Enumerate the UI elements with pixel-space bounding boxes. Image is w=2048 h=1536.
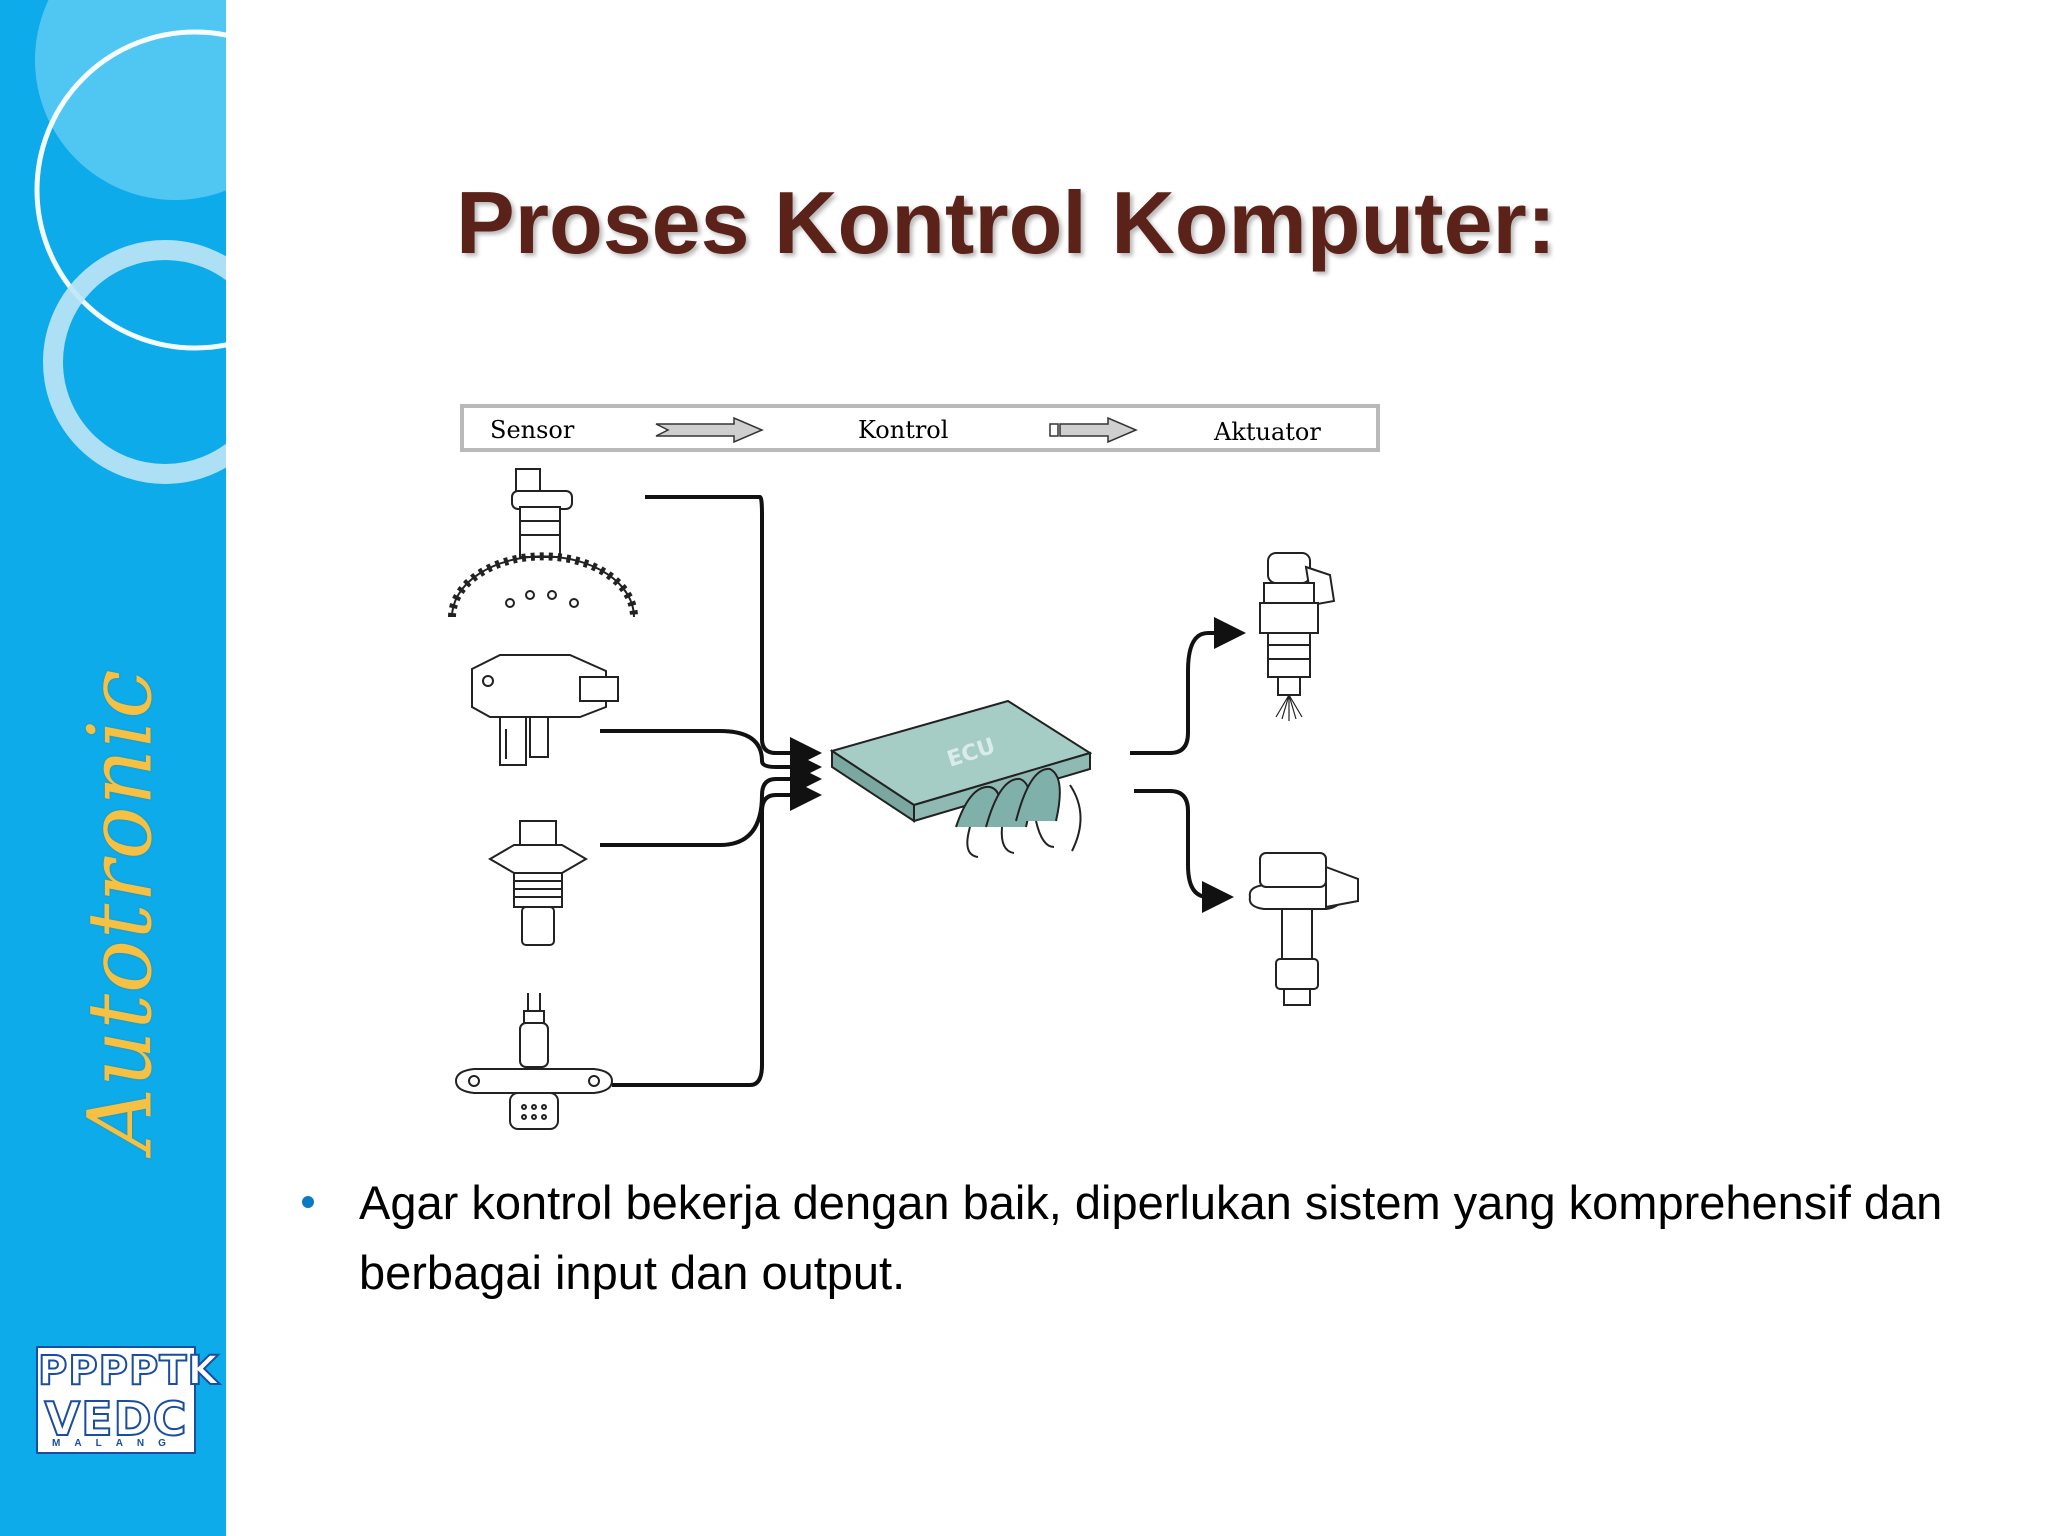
logo-line1: PPPPTK	[37, 1347, 220, 1395]
crankshaft-sensor-icon	[448, 468, 638, 618]
decorative-circles	[34, 0, 226, 484]
input-wires	[600, 495, 822, 1087]
oxygen-sensor-icon	[454, 993, 614, 1130]
pppptk-vedc-logo: PPPPTK VEDC MALANG	[36, 1346, 220, 1454]
sidebar: Autotronic PPPPTK VEDC MALANG	[0, 0, 226, 1536]
output-wires	[1130, 617, 1246, 913]
control-diagram: ECU	[448, 468, 1359, 1130]
arrow-right-icon	[655, 416, 764, 444]
fuel-injector-icon	[1259, 552, 1336, 721]
flow-label-sensor: Sensor	[490, 416, 575, 444]
brand-text: Autotronic	[68, 668, 172, 1152]
bullet-text-line1: Agar kontrol bekerja dengan baik, diperl…	[359, 1176, 1943, 1229]
bullet-text-line2: berbagai input dan output.	[359, 1246, 906, 1299]
bullet-marker	[302, 1196, 314, 1208]
arrow-right-icon	[1049, 416, 1138, 444]
flow-label-aktuator: Aktuator	[1214, 418, 1321, 446]
bullet-text: Agar kontrol bekerja dengan baik, diperl…	[359, 1168, 2048, 1308]
ecu-icon: ECU	[829, 699, 1093, 858]
logo-line2: VEDC	[44, 1391, 188, 1447]
temperature-sensor-icon	[488, 820, 588, 946]
ignition-coil-icon	[1248, 852, 1359, 1006]
slide-title: Proses Kontrol Komputer:	[456, 173, 1557, 272]
air-mass-sensor-icon	[471, 654, 619, 766]
brand-vertical: Autotronic	[30, 668, 210, 1151]
logo-line3: MALANG	[52, 1438, 180, 1449]
flow-header: Sensor Kontrol Aktuator	[460, 404, 1380, 452]
flow-label-kontrol: Kontrol	[858, 416, 949, 444]
